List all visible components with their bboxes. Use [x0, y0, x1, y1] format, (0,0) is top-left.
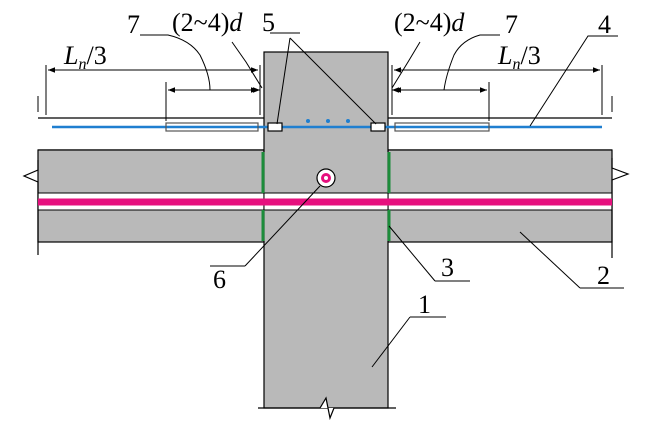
coupler-left [267, 122, 283, 132]
label-5: 5 [262, 8, 275, 37]
label-7-left: 7 [127, 10, 140, 39]
dim-right-sleeve [394, 82, 490, 121]
label-4: 4 [598, 10, 611, 39]
label-1: 1 [418, 290, 431, 319]
right-break-symbol [611, 96, 630, 258]
label-7-right: 7 [505, 10, 518, 39]
splice-sleeve-left [165, 122, 259, 132]
right-span-label: Ln/3 [497, 41, 541, 73]
left-gap-label: (2~4)d [172, 8, 243, 37]
splice-sleeve-right [394, 122, 490, 132]
dim-left-sleeve [165, 82, 258, 121]
coupler-right [370, 122, 386, 132]
right-beam [387, 149, 613, 243]
column-top-slab-zone [265, 118, 387, 150]
leader-lines [140, 32, 624, 368]
label-2: 2 [597, 261, 610, 290]
label-3: 3 [441, 253, 454, 282]
column [258, 51, 396, 421]
column-bar-dots [306, 119, 350, 123]
left-span-label: Ln/3 [63, 41, 107, 73]
label-6: 6 [213, 265, 226, 294]
left-break-symbol [22, 96, 39, 255]
left-beam [37, 149, 265, 243]
column-rebar-section [316, 168, 336, 188]
right-gap-label: (2~4)d [394, 8, 465, 37]
